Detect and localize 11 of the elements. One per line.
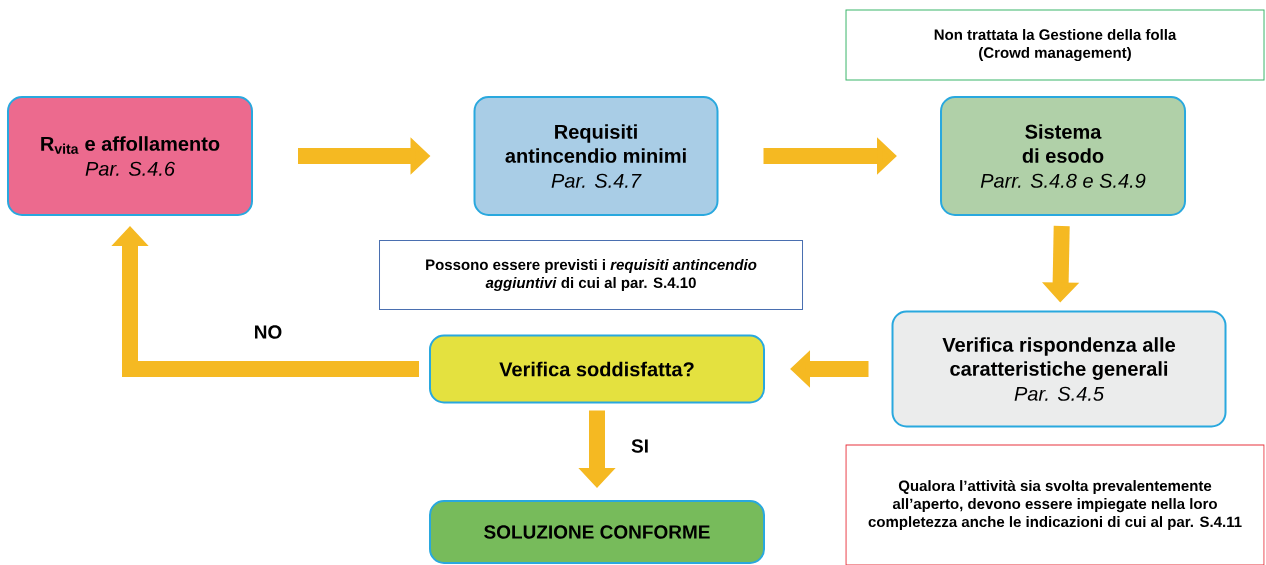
process-box: Sistema di esodo Parr. S.4.8 e S.4.9 [940,96,1186,216]
decision-box: Verifica soddisfatta? [429,334,765,404]
process-box: R$_{vita}$ e affollamento Par. S.4.6 [7,96,253,216]
edge-label: SI [629,437,651,455]
note-box: Qualora l’attività sia svolta prevalentemente all’aperto, devono essere impiegate nella loro completezza anche le indicazioni di cui al par. S.4.11 [845,444,1265,565]
edge-label: NO [251,323,285,341]
note-box: Non trattata la Gestione della folla (Crowd management) [845,9,1265,81]
result-box: SOLUZIONE CONFORME [429,500,765,564]
process-box: Verifica rispondenza alle caratteristiche generali Par. S.4.5 [891,310,1227,428]
process-box: Requisiti antincendio minimi Par. S.4.7 [473,96,719,216]
note-box: Possono essere previsti i requisiti antincendio aggiuntivi di cui al par. S.4.10 [379,240,803,310]
